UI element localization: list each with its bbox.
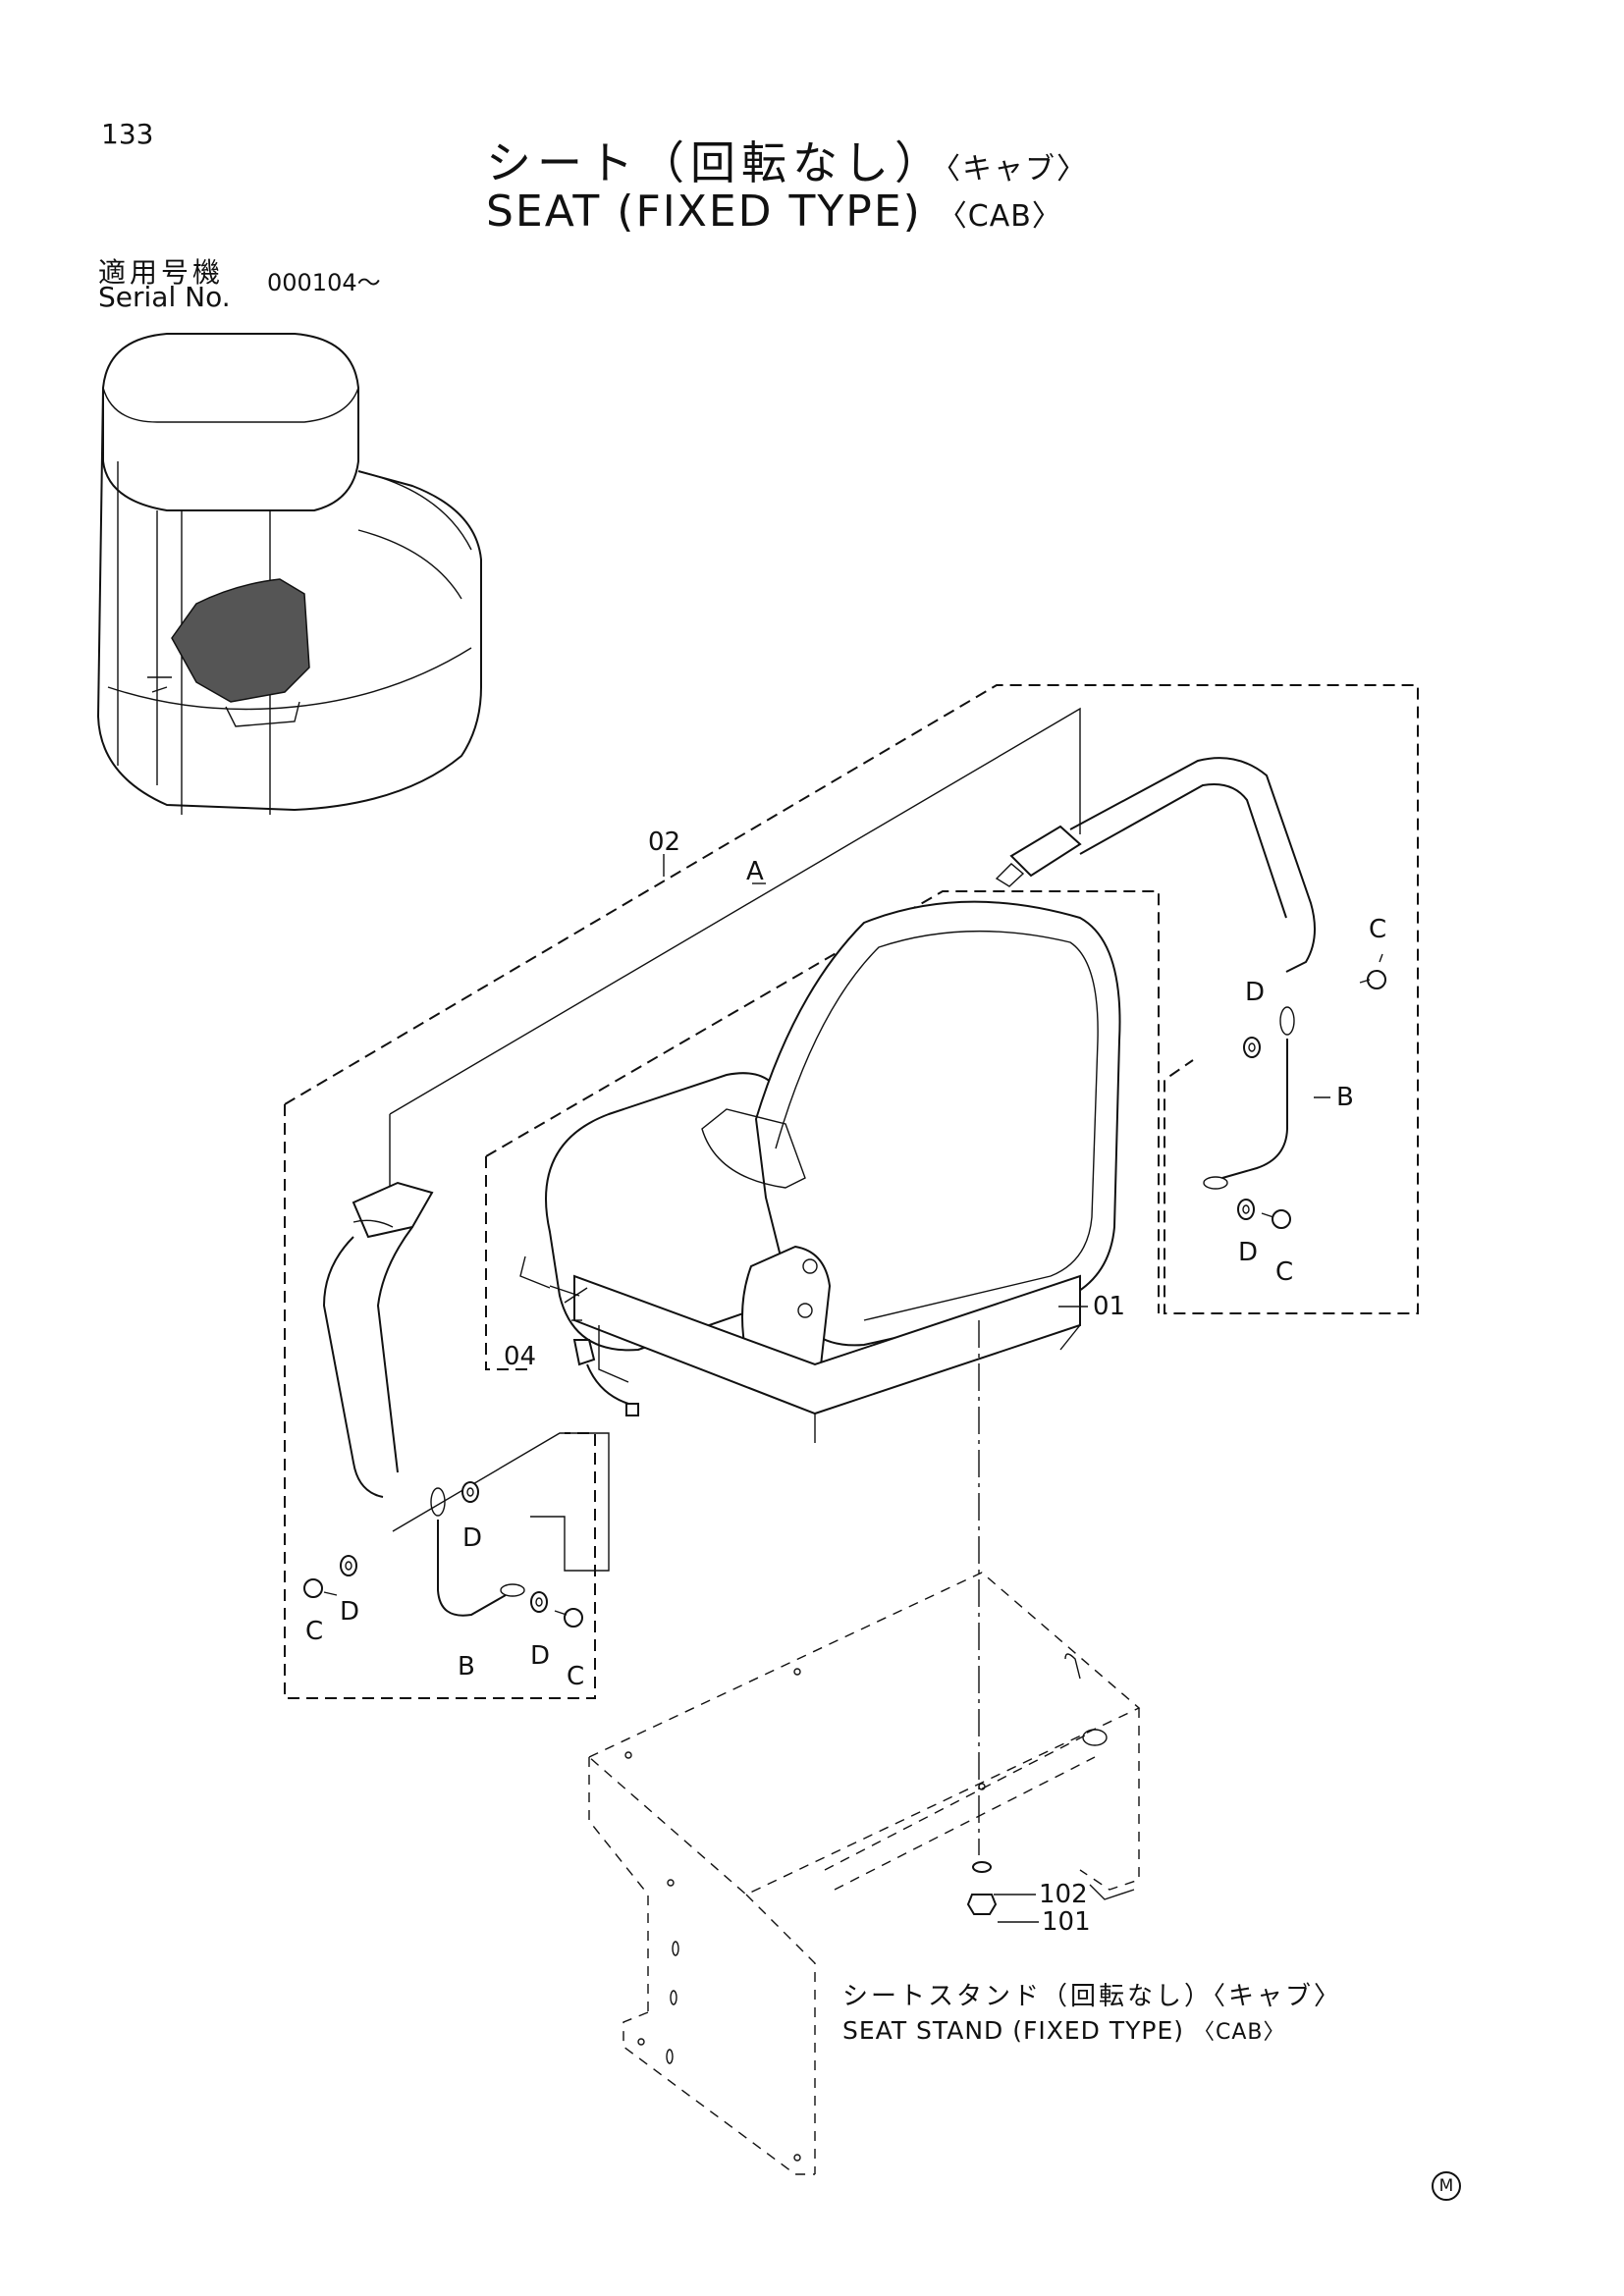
callout-C-left-2: C: [567, 1662, 585, 1691]
callout-04: 04: [504, 1342, 537, 1371]
circled-m-mark: M: [1432, 2171, 1461, 2201]
seat-stand-en-tag: 〈CAB〉: [1193, 2020, 1286, 2045]
callout-C-left-1: C: [305, 1617, 324, 1646]
callout-102: 102: [1039, 1880, 1088, 1909]
seat-stand-en-text: SEAT STAND (FIXED TYPE): [842, 2016, 1185, 2045]
callout-C-right-top: C: [1369, 915, 1387, 944]
cab-overview-illustration: [96, 333, 482, 815]
callout-A: A: [746, 857, 764, 886]
callout-01: 01: [1093, 1292, 1126, 1321]
seat-switch: [564, 1287, 639, 1416]
serial-label-japanese: 適用号機: [98, 256, 225, 289]
callout-D-right-top: D: [1245, 978, 1266, 1007]
callout-D-right-bottom: D: [1238, 1238, 1259, 1267]
seat-illustration: [519, 900, 1121, 1443]
seat-stand-caption-japanese: シートスタンド（回転なし）〈キャブ〉: [842, 1982, 1343, 2011]
seat-stand-illustration: [587, 1572, 1141, 2175]
title-jp-tag: 〈キャブ〉: [946, 152, 1088, 187]
seat-stand-caption-english: SEAT STAND (FIXED TYPE) 〈CAB〉: [842, 2014, 1286, 2046]
callout-D-left-1: D: [340, 1597, 360, 1627]
title-jp-text: シート（回転なし）: [486, 136, 946, 189]
title-english: SEAT (FIXED TYPE) 〈CAB〉: [486, 187, 1062, 237]
fasteners: [303, 970, 1386, 1628]
page-number: 133: [101, 118, 154, 150]
callout-101: 101: [1042, 1907, 1091, 1937]
title-en-text: SEAT (FIXED TYPE): [486, 187, 922, 237]
callout-02: 02: [648, 828, 681, 857]
ground-cables: [430, 1006, 1295, 1617]
callout-D-left-3: D: [530, 1641, 551, 1671]
serial-label-english: Serial No.: [98, 281, 231, 313]
title-en-tag: 〈CAB〉: [937, 199, 1062, 234]
serial-number-value: 000104～: [267, 269, 381, 296]
assembly-group-outlines: [284, 684, 1419, 1699]
callout-B-left: B: [458, 1652, 475, 1682]
seat-belt-illustration: [322, 757, 1316, 1498]
title-japanese: シート（回転なし）〈キャブ〉: [486, 128, 1088, 192]
callout-B-right: B: [1336, 1083, 1354, 1112]
leader-lines: [571, 854, 1383, 1923]
callout-D-left-2: D: [462, 1523, 483, 1553]
callout-C-right-bottom: C: [1275, 1257, 1294, 1287]
